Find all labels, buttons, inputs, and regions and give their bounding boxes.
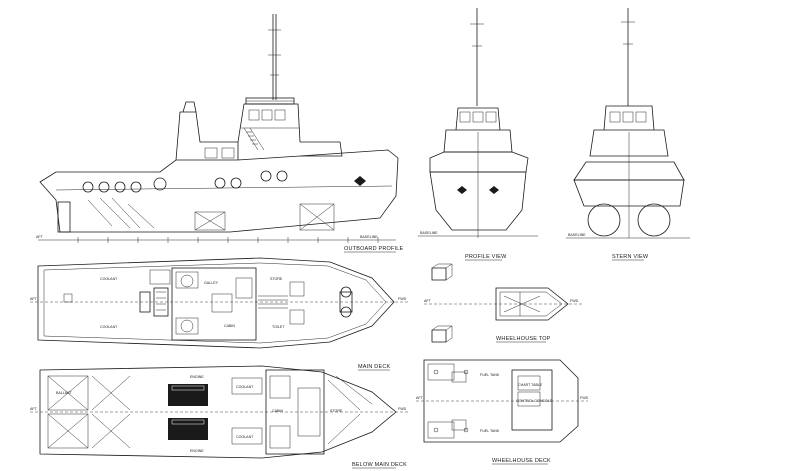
stern-view: BASELINE STERN VIEW [566, 8, 690, 261]
fender-row [82, 170, 288, 193]
store-label-below: STORE [330, 409, 343, 413]
engine-label-port: ENGINE [190, 375, 204, 379]
fwd-marker-wh-top: FWD [570, 299, 579, 303]
coolant-label-main-upper: COOLANT [100, 277, 118, 281]
baseline-marker-stern: BASELINE [568, 233, 586, 237]
profile-view-caption: PROFILE VIEW [465, 254, 507, 260]
wheelhouse-top-caption: WHEELHOUSE TOP [496, 336, 551, 342]
aft-marker-below: AFT [30, 407, 38, 411]
fwd-marker-below: FWD [398, 407, 407, 411]
coolant-label-below-lower: COOLANT [236, 435, 254, 439]
cabin-label-main: CABIN [224, 324, 235, 328]
galley-label: GALLEY [204, 281, 219, 285]
below-main-deck-caption: BELOW MAIN DECK [352, 462, 407, 468]
ballast-label: BALLAST [56, 391, 73, 395]
wheelhouse-top-plan: AFT FWD WHEELHOUSE TOP [424, 263, 582, 343]
engine-label-stbd: ENGINE [190, 449, 204, 453]
aft-marker-profile: AFT [36, 235, 44, 239]
fwd-marker-wh-deck: FWD [580, 396, 589, 400]
main-deck-caption: MAIN DECK [358, 364, 390, 370]
chart-table-label: CHART TABLE [518, 383, 543, 387]
fwd-marker-main: FWD [398, 297, 407, 301]
aft-marker-wh-top: AFT [424, 299, 432, 303]
fuel-tank-label-lower: FUEL TANK [480, 429, 500, 433]
store-label-main: STORE [270, 277, 283, 281]
aft-marker-main: AFT [30, 297, 38, 301]
below-main-deck-plan: AFT FWD BALLAST ENGINE ENGINE COOLANT CO… [30, 365, 408, 469]
wheelhouse-deck-plan: CHART TABLE CONTROL CONSOLE FUEL TANK FU… [416, 359, 589, 465]
wheelhouse-deck-caption: WHEELHOUSE DECK [492, 458, 551, 464]
aft-marker-wh-deck: AFT [416, 396, 424, 400]
baseline-marker-front: BASELINE [420, 231, 438, 235]
toilet-label: TOILET [272, 325, 285, 329]
outboard-profile-caption: OUTBOARD PROFILE [344, 246, 404, 252]
cabin-label-below: CABIN [272, 409, 283, 413]
main-deck-plan: AFT FWD COOLANT COOLANT GALLEY CABIN STO… [30, 257, 408, 371]
coolant-label-below-upper: COOLANT [236, 385, 254, 389]
baseline-marker-profile: BASELINE [360, 235, 378, 239]
stern-view-caption: STERN VIEW [612, 254, 649, 260]
coolant-label-main-lower: COOLANT [100, 325, 118, 329]
front-profile-view: BASELINE PROFILE VIEW [418, 8, 538, 261]
control-console-label: CONTROL CONSOLE [516, 399, 553, 403]
outboard-profile-view: AFT BASELINE OUTBOARD PROFILE [36, 14, 404, 253]
fuel-tank-label-upper: FUEL TANK [480, 373, 500, 377]
